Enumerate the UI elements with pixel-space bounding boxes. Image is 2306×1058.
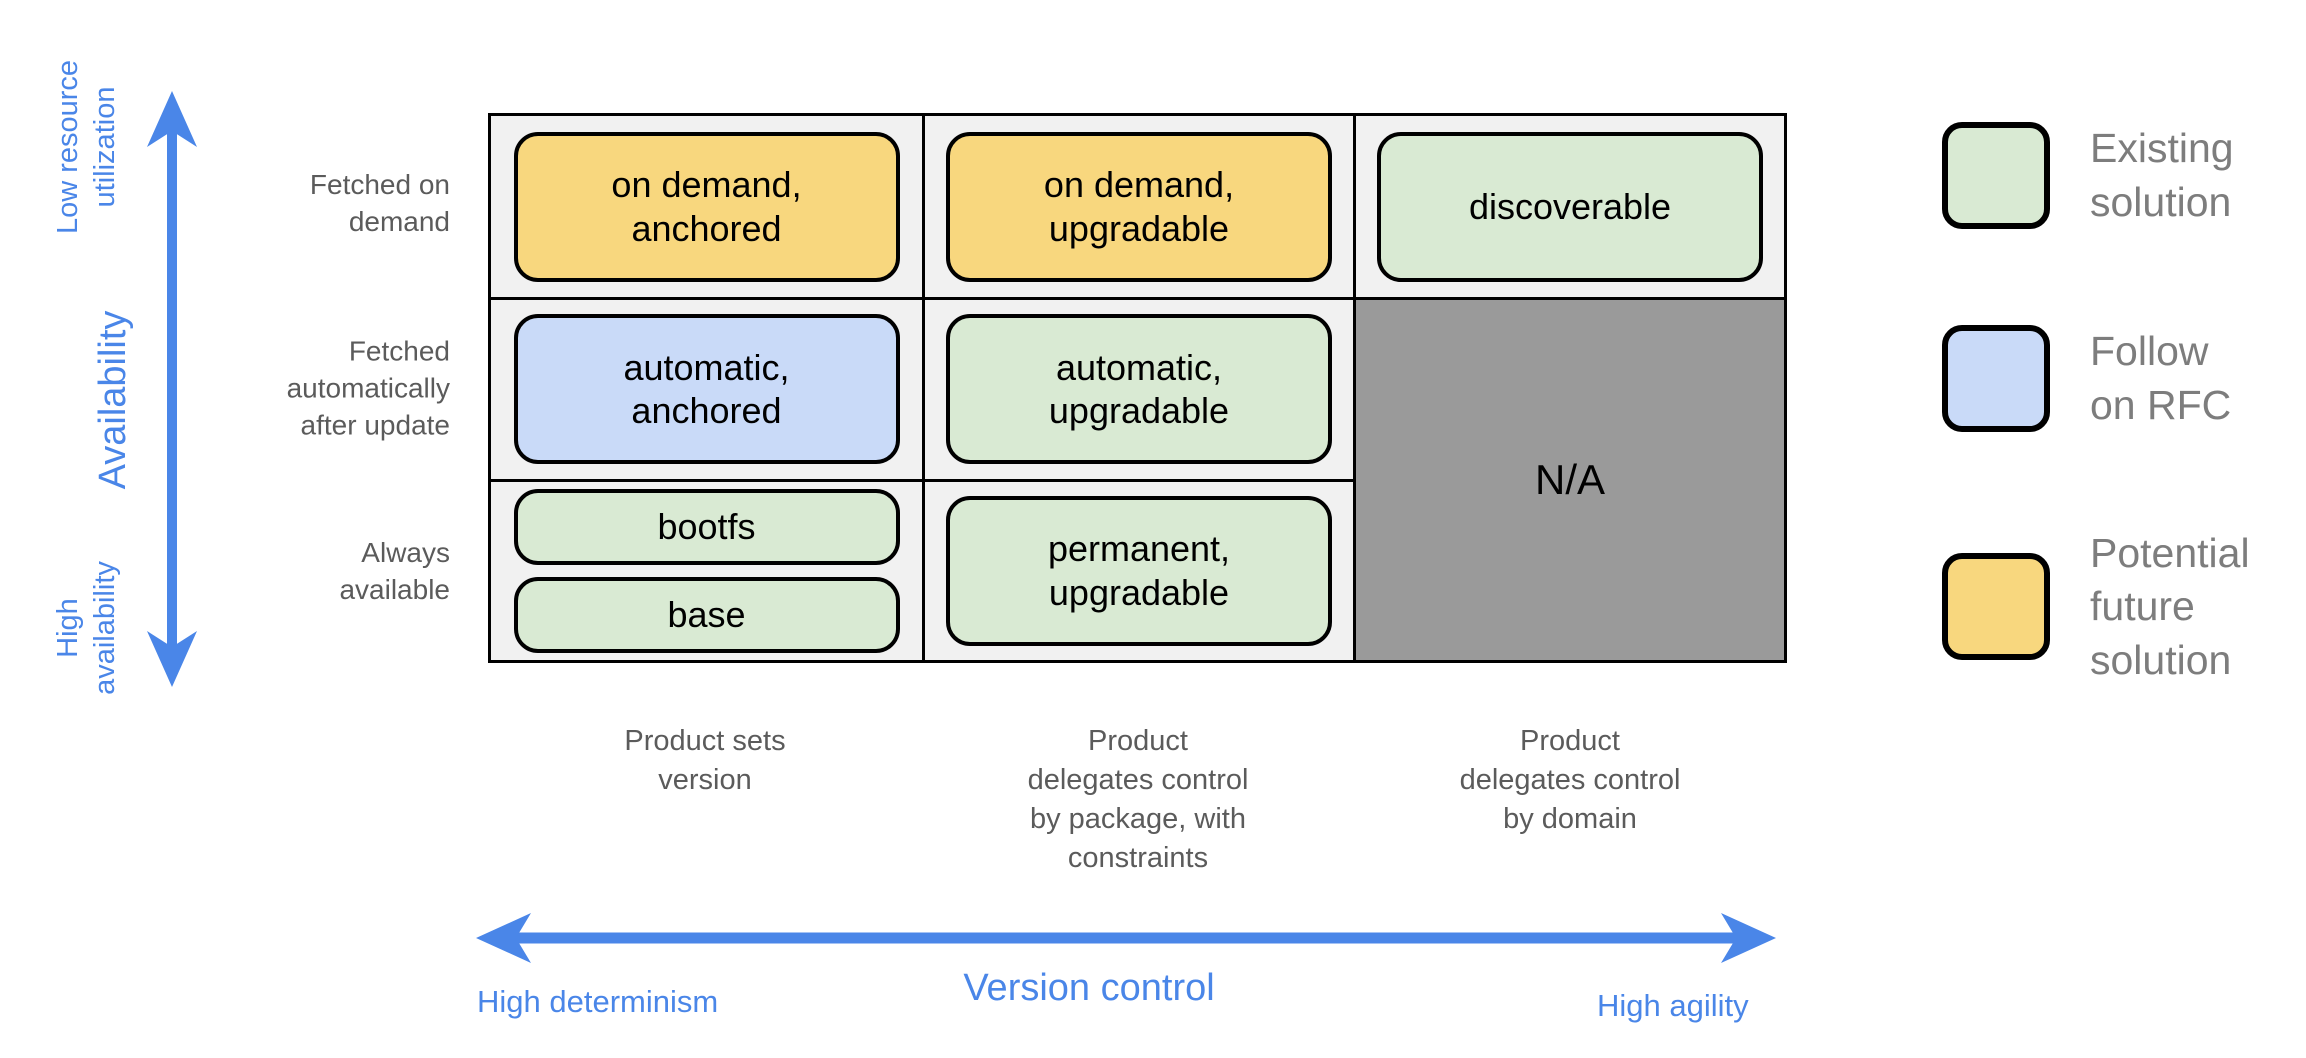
cell-r1c3: discoverable (1353, 116, 1784, 298)
cell-r3c2: permanent, upgradable (922, 478, 1353, 660)
legend-swatch-rfc-icon (1942, 325, 2050, 432)
col-label-product-sets-version: Product sets version (624, 725, 786, 797)
horizontal-double-arrow-icon (476, 913, 1776, 963)
col-label-delegates-by-package: Product delegates control by package, wi… (1027, 725, 1249, 875)
legend-item-existing-solution: Existing solution (1942, 122, 2234, 229)
matrix-box-automatic-upgradable: automatic, upgradable (946, 314, 1332, 465)
x-axis-title: Version control (963, 967, 1215, 1009)
matrix-box-on-demand-anchored: on demand, anchored (513, 131, 900, 282)
matrix-box-permanent-upgradable: permanent, upgradable (946, 495, 1332, 646)
legend-item-potential-future-solution: Potential future solution (1942, 527, 2250, 687)
y-axis-title: Availability (92, 310, 134, 490)
x-axis-left-label: High determinism (477, 984, 719, 1019)
matrix-box-bootfs: bootfs (513, 488, 900, 565)
cell-r2c2: automatic, upgradable (922, 297, 1353, 479)
y-axis-top-label: Low resource utilization (52, 59, 122, 235)
legend-swatch-existing-icon (1942, 122, 2050, 229)
matrix-box-base: base (513, 576, 900, 653)
matrix-grid: on demand, anchored on demand, upgradabl… (488, 113, 1787, 663)
row-label-fetched-automatically: Fetched automatically after update (286, 335, 450, 441)
legend-swatch-future-icon (1942, 553, 2050, 661)
vertical-double-arrow-icon (147, 91, 197, 687)
legend-label-existing: Existing solution (2090, 125, 2234, 225)
legend-label-rfc: Follow on RFC (2090, 328, 2232, 428)
col-label-delegates-by-domain: Product delegates control by domain (1459, 725, 1681, 836)
matrix-cell-not-applicable: N/A (1353, 297, 1784, 660)
cell-r3c1: bootfs base (491, 478, 922, 660)
legend-item-follow-on-rfc: Follow on RFC (1942, 325, 2231, 432)
cell-r1c2: on demand, upgradable (922, 116, 1353, 298)
y-axis-bottom-label: High availability (52, 561, 122, 695)
x-axis-right-label: High agility (1597, 988, 1749, 1023)
cell-r1c1: on demand, anchored (491, 116, 922, 297)
matrix-box-on-demand-upgradable: on demand, upgradable (946, 131, 1332, 282)
matrix-box-automatic-anchored: automatic, anchored (513, 314, 900, 465)
matrix-box-discoverable: discoverable (1377, 131, 1763, 282)
row-label-always-available: Always available (339, 537, 450, 605)
legend-label-future: Potential future solution (2090, 530, 2250, 683)
cell-r2c1: automatic, anchored (491, 297, 922, 478)
row-label-fetched-on-demand: Fetched on demand (309, 169, 450, 237)
